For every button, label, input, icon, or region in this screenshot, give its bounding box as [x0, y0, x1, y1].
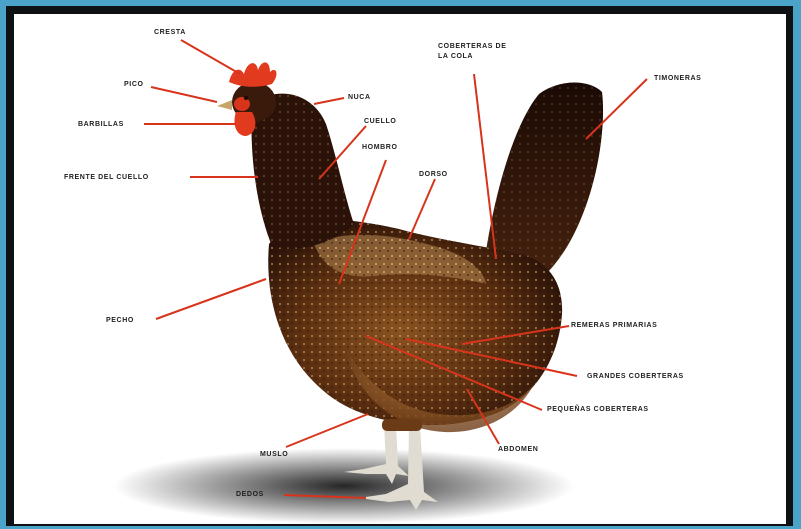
label-nuca: NUCA [348, 93, 371, 102]
label-abdomen: ABDOMEN [498, 445, 538, 454]
beak [217, 100, 232, 110]
label-grandes-coberteras: GRANDES COBERTERAS [587, 372, 684, 381]
label-pequenas-coberteras: PEQUEÑAS COBERTERAS [547, 405, 649, 414]
wattle [234, 112, 255, 136]
label-dedos: DEDOS [236, 490, 264, 499]
label-pecho: PECHO [106, 316, 134, 325]
label-muslo: MUSLO [260, 450, 288, 459]
label-cobertera-cola-2: LA COLA [438, 52, 473, 61]
ground-shadow [114, 448, 574, 524]
label-frente-cuello: FRENTE DEL CUELLO [64, 173, 149, 182]
label-barbillas: BARBILLAS [78, 120, 124, 129]
diagram-canvas: CRESTA PICO BARBILLAS FRENTE DEL CUELLO … [14, 14, 786, 524]
label-hombro: HOMBRO [362, 143, 398, 152]
label-cresta: CRESTA [154, 28, 186, 37]
label-timoneras: TIMONERAS [654, 74, 701, 83]
eye [244, 96, 248, 100]
hen-illustration-svg [14, 14, 786, 524]
label-dorso: DORSO [419, 170, 448, 179]
label-pico: PICO [124, 80, 144, 89]
label-cuello: CUELLO [364, 117, 396, 126]
label-cobertera-cola-1: COBERTERAS DE [438, 42, 506, 51]
label-remeras: REMERAS PRIMARIAS [571, 321, 657, 330]
comb [229, 62, 276, 86]
